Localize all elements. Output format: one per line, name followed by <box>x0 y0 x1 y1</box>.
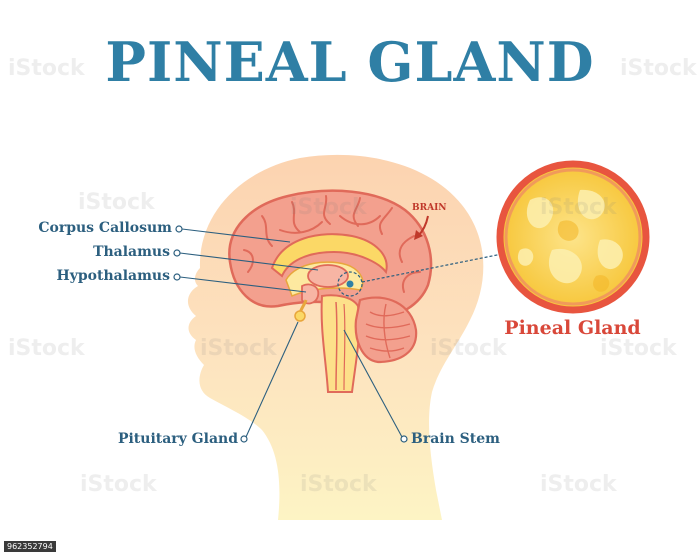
pineal-zoom-line <box>361 253 503 283</box>
corpus-callosum <box>270 233 388 278</box>
pineal-tissue-pattern <box>517 189 623 284</box>
leader-endpoints <box>173 225 408 443</box>
label-corpus-callosum: Corpus Callosum <box>38 220 172 236</box>
label-brain-stem: Brain Stem <box>411 431 500 447</box>
pineal-highlight-ring <box>337 271 363 297</box>
brain-gyri <box>243 195 421 293</box>
label-pineal-gland: Pineal Gland <box>504 317 641 339</box>
brain-stem <box>320 294 361 393</box>
label-thalamus: Thalamus <box>93 244 170 260</box>
label-brain: BRAIN <box>412 203 447 213</box>
pineal-marker <box>346 280 354 288</box>
diagram-title: PINEAL GLAND <box>105 30 595 94</box>
leader-lines <box>179 228 403 438</box>
cerebellum-folia <box>365 303 411 359</box>
thalamus <box>307 264 349 288</box>
label-hypothalamus: Hypothalamus <box>56 268 170 284</box>
image-id-badge: 962352794 <box>4 541 56 552</box>
pituitary-gland <box>294 310 306 322</box>
label-pituitary-gland: Pituitary Gland <box>117 431 238 447</box>
